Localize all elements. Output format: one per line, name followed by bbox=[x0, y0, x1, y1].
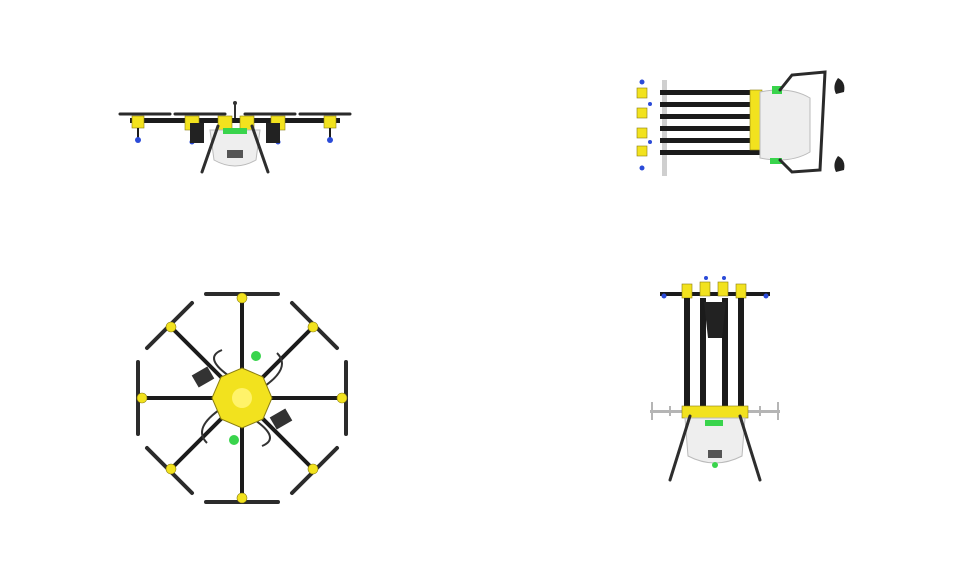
drone-front-view bbox=[110, 90, 360, 190]
drone-side-folded-view-icon bbox=[636, 70, 845, 176]
drone-front-view-icon bbox=[118, 101, 352, 174]
drone-side-view bbox=[620, 60, 870, 190]
drone-top-view bbox=[120, 280, 365, 515]
drone-folded-front-view bbox=[630, 270, 800, 500]
drone-top-view-icon bbox=[136, 292, 348, 504]
drone-folded-front-view-icon bbox=[650, 276, 780, 482]
